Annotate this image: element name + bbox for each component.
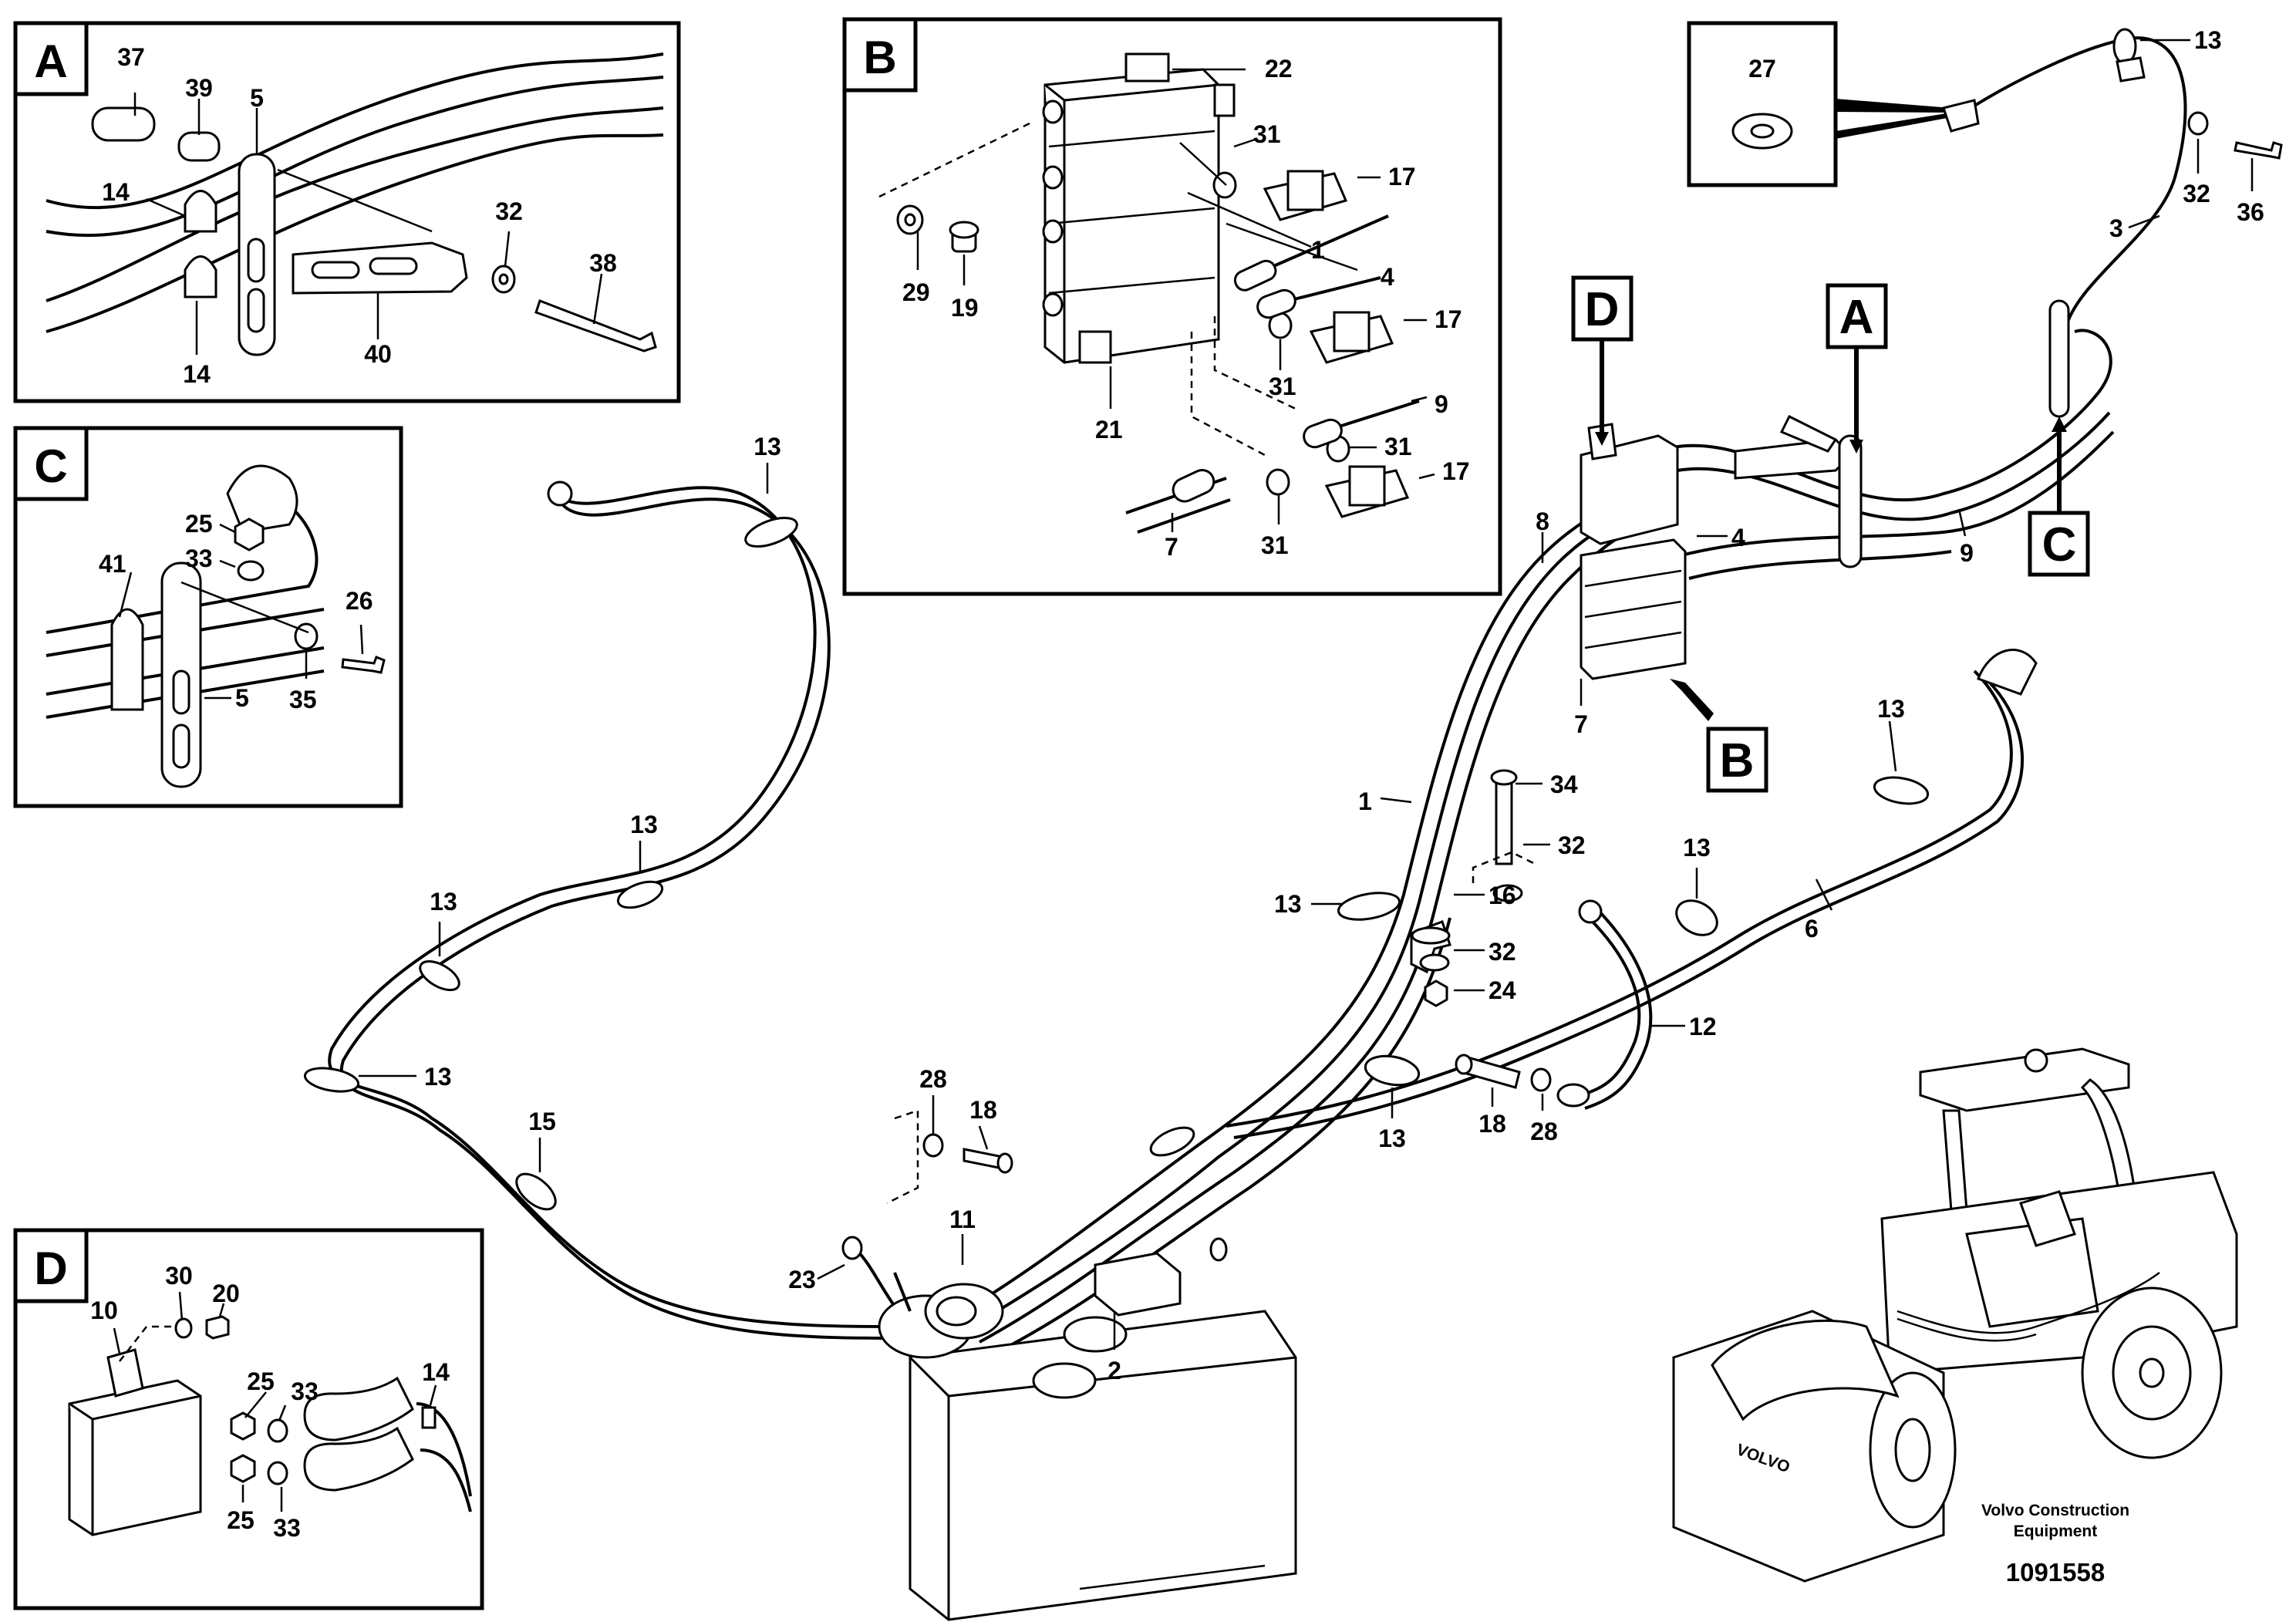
fuse-block-stack bbox=[1042, 52, 1236, 364]
drawing-number: 1091558 bbox=[2006, 1558, 2105, 1587]
company-name-line2: Equipment bbox=[2014, 1523, 2098, 1540]
callout-b-31-right: 31 bbox=[1384, 433, 1412, 460]
callout-13-lower-mid: 13 bbox=[1378, 1125, 1406, 1152]
callout-2: 2 bbox=[1108, 1357, 1121, 1384]
callout-c-26: 26 bbox=[346, 587, 373, 615]
harness-clips bbox=[303, 28, 2137, 1211]
callout-1: 1 bbox=[1358, 787, 1372, 815]
callout-a-5: 5 bbox=[250, 84, 264, 112]
callout-b-22: 22 bbox=[1265, 55, 1293, 83]
callout-34: 34 bbox=[1550, 771, 1578, 798]
detail-box-d: D 10 30 20 25 33 14 25 33 bbox=[13, 1228, 484, 1610]
callout-13-left-b: 13 bbox=[430, 888, 457, 916]
pointer-a: A bbox=[1826, 283, 1888, 454]
callout-b-7: 7 bbox=[1165, 533, 1178, 561]
callout-32-top-right: 32 bbox=[2183, 180, 2210, 207]
branding-block: Volvo Construction Equipment 1091558 bbox=[1981, 1502, 2129, 1587]
callout-13-left-c: 13 bbox=[424, 1063, 452, 1091]
callout-d-25-bottom: 25 bbox=[227, 1506, 255, 1534]
callout-c-35: 35 bbox=[289, 686, 317, 713]
main-leaders bbox=[359, 39, 2254, 1350]
main-callouts: 13 32 36 3 9 8 4 7 1 34 32 16 13 32 24 1… bbox=[424, 26, 2264, 1384]
pointer-b: B bbox=[1670, 679, 1768, 793]
callout-32-mid: 32 bbox=[1558, 831, 1586, 859]
detail-box-c-letter: C bbox=[34, 440, 67, 492]
callout-13-far-right: 13 bbox=[1877, 695, 1905, 723]
callout-18-right: 18 bbox=[1478, 1110, 1506, 1138]
callout-11: 11 bbox=[949, 1206, 976, 1233]
callout-d-10: 10 bbox=[90, 1297, 118, 1324]
callout-a-39: 39 bbox=[185, 74, 213, 102]
pointer-c-letter: C bbox=[2042, 518, 2077, 572]
callout-7: 7 bbox=[1574, 710, 1588, 738]
callout-b-17-bottom: 17 bbox=[1442, 457, 1470, 485]
detail-box-a: A 37 39 5 14 14 bbox=[13, 21, 681, 403]
callout-inset-27: 27 bbox=[1748, 55, 1776, 83]
callout-a-40: 40 bbox=[364, 340, 392, 368]
detail-box-d-letter: D bbox=[34, 1243, 67, 1294]
callout-13-top-right: 13 bbox=[2194, 26, 2222, 54]
callout-28-left: 28 bbox=[919, 1065, 947, 1093]
callout-c-33: 33 bbox=[185, 545, 213, 572]
callout-9: 9 bbox=[1960, 539, 1974, 567]
callout-d-33-bottom: 33 bbox=[273, 1514, 301, 1542]
callout-a-32: 32 bbox=[495, 197, 523, 225]
callout-4: 4 bbox=[1731, 524, 1745, 551]
callout-13-right-clip: 13 bbox=[1683, 834, 1711, 862]
pointer-d: D bbox=[1571, 275, 1633, 446]
battery-assembly bbox=[841, 1236, 1297, 1621]
callout-a-37: 37 bbox=[117, 43, 145, 71]
callout-b-29: 29 bbox=[902, 278, 930, 306]
detail-box-b-letter: B bbox=[863, 32, 896, 83]
callout-32-lower: 32 bbox=[1489, 938, 1516, 966]
callout-12: 12 bbox=[1689, 1013, 1717, 1040]
callout-c-5: 5 bbox=[235, 684, 249, 712]
callout-b-31-top: 31 bbox=[1253, 120, 1281, 148]
callout-b-17-top: 17 bbox=[1388, 163, 1416, 191]
callout-d-30: 30 bbox=[165, 1262, 193, 1290]
callout-b-4: 4 bbox=[1381, 263, 1394, 291]
pointer-b-letter: B bbox=[1720, 734, 1755, 787]
callout-18-left: 18 bbox=[969, 1096, 997, 1124]
callout-36: 36 bbox=[2237, 198, 2264, 226]
machine-illustration: VOLVO bbox=[1672, 1047, 2238, 1583]
callout-13-mid: 13 bbox=[1274, 890, 1302, 918]
callout-d-14: 14 bbox=[422, 1358, 450, 1386]
company-name-line1: Volvo Construction bbox=[1981, 1502, 2129, 1519]
callout-6: 6 bbox=[1805, 915, 1819, 943]
junction-area bbox=[886, 56, 2283, 1205]
callout-d-25-top: 25 bbox=[247, 1367, 275, 1395]
pointer-d-letter: D bbox=[1585, 283, 1620, 336]
callout-24: 24 bbox=[1489, 976, 1516, 1004]
callout-c-25: 25 bbox=[185, 510, 213, 538]
callout-b-9: 9 bbox=[1435, 390, 1448, 418]
callout-d-20: 20 bbox=[212, 1280, 240, 1307]
callout-b-19: 19 bbox=[951, 294, 979, 322]
callout-a-14-bottom: 14 bbox=[183, 360, 211, 388]
callout-23: 23 bbox=[788, 1266, 816, 1293]
callout-a-38: 38 bbox=[589, 249, 617, 277]
callout-b-31-mid: 31 bbox=[1269, 373, 1296, 400]
callout-b-21: 21 bbox=[1095, 416, 1123, 443]
callout-b-17-mid: 17 bbox=[1435, 305, 1462, 333]
callout-15: 15 bbox=[528, 1108, 556, 1135]
callout-d-33-top: 33 bbox=[291, 1378, 319, 1405]
washer-inset-box: 27 bbox=[1687, 21, 1951, 187]
callout-16: 16 bbox=[1489, 882, 1516, 909]
callout-13-left-a: 13 bbox=[630, 811, 658, 838]
callout-b-1: 1 bbox=[1311, 236, 1325, 264]
pointer-a-letter: A bbox=[1839, 291, 1874, 344]
callout-13-left-top: 13 bbox=[754, 433, 781, 460]
callout-c-41: 41 bbox=[99, 550, 126, 578]
callout-28-right: 28 bbox=[1530, 1118, 1558, 1145]
callout-3: 3 bbox=[2109, 214, 2123, 242]
callout-b-31-bottom: 31 bbox=[1261, 531, 1289, 559]
detail-box-c: C 25 33 41 26 35 5 bbox=[13, 426, 403, 808]
detail-box-a-letter: A bbox=[34, 35, 67, 87]
detail-box-b: B bbox=[842, 17, 1502, 596]
callout-a-14-top: 14 bbox=[102, 178, 130, 206]
pointer-c: C bbox=[2028, 416, 2090, 577]
callout-8: 8 bbox=[1536, 508, 1549, 535]
